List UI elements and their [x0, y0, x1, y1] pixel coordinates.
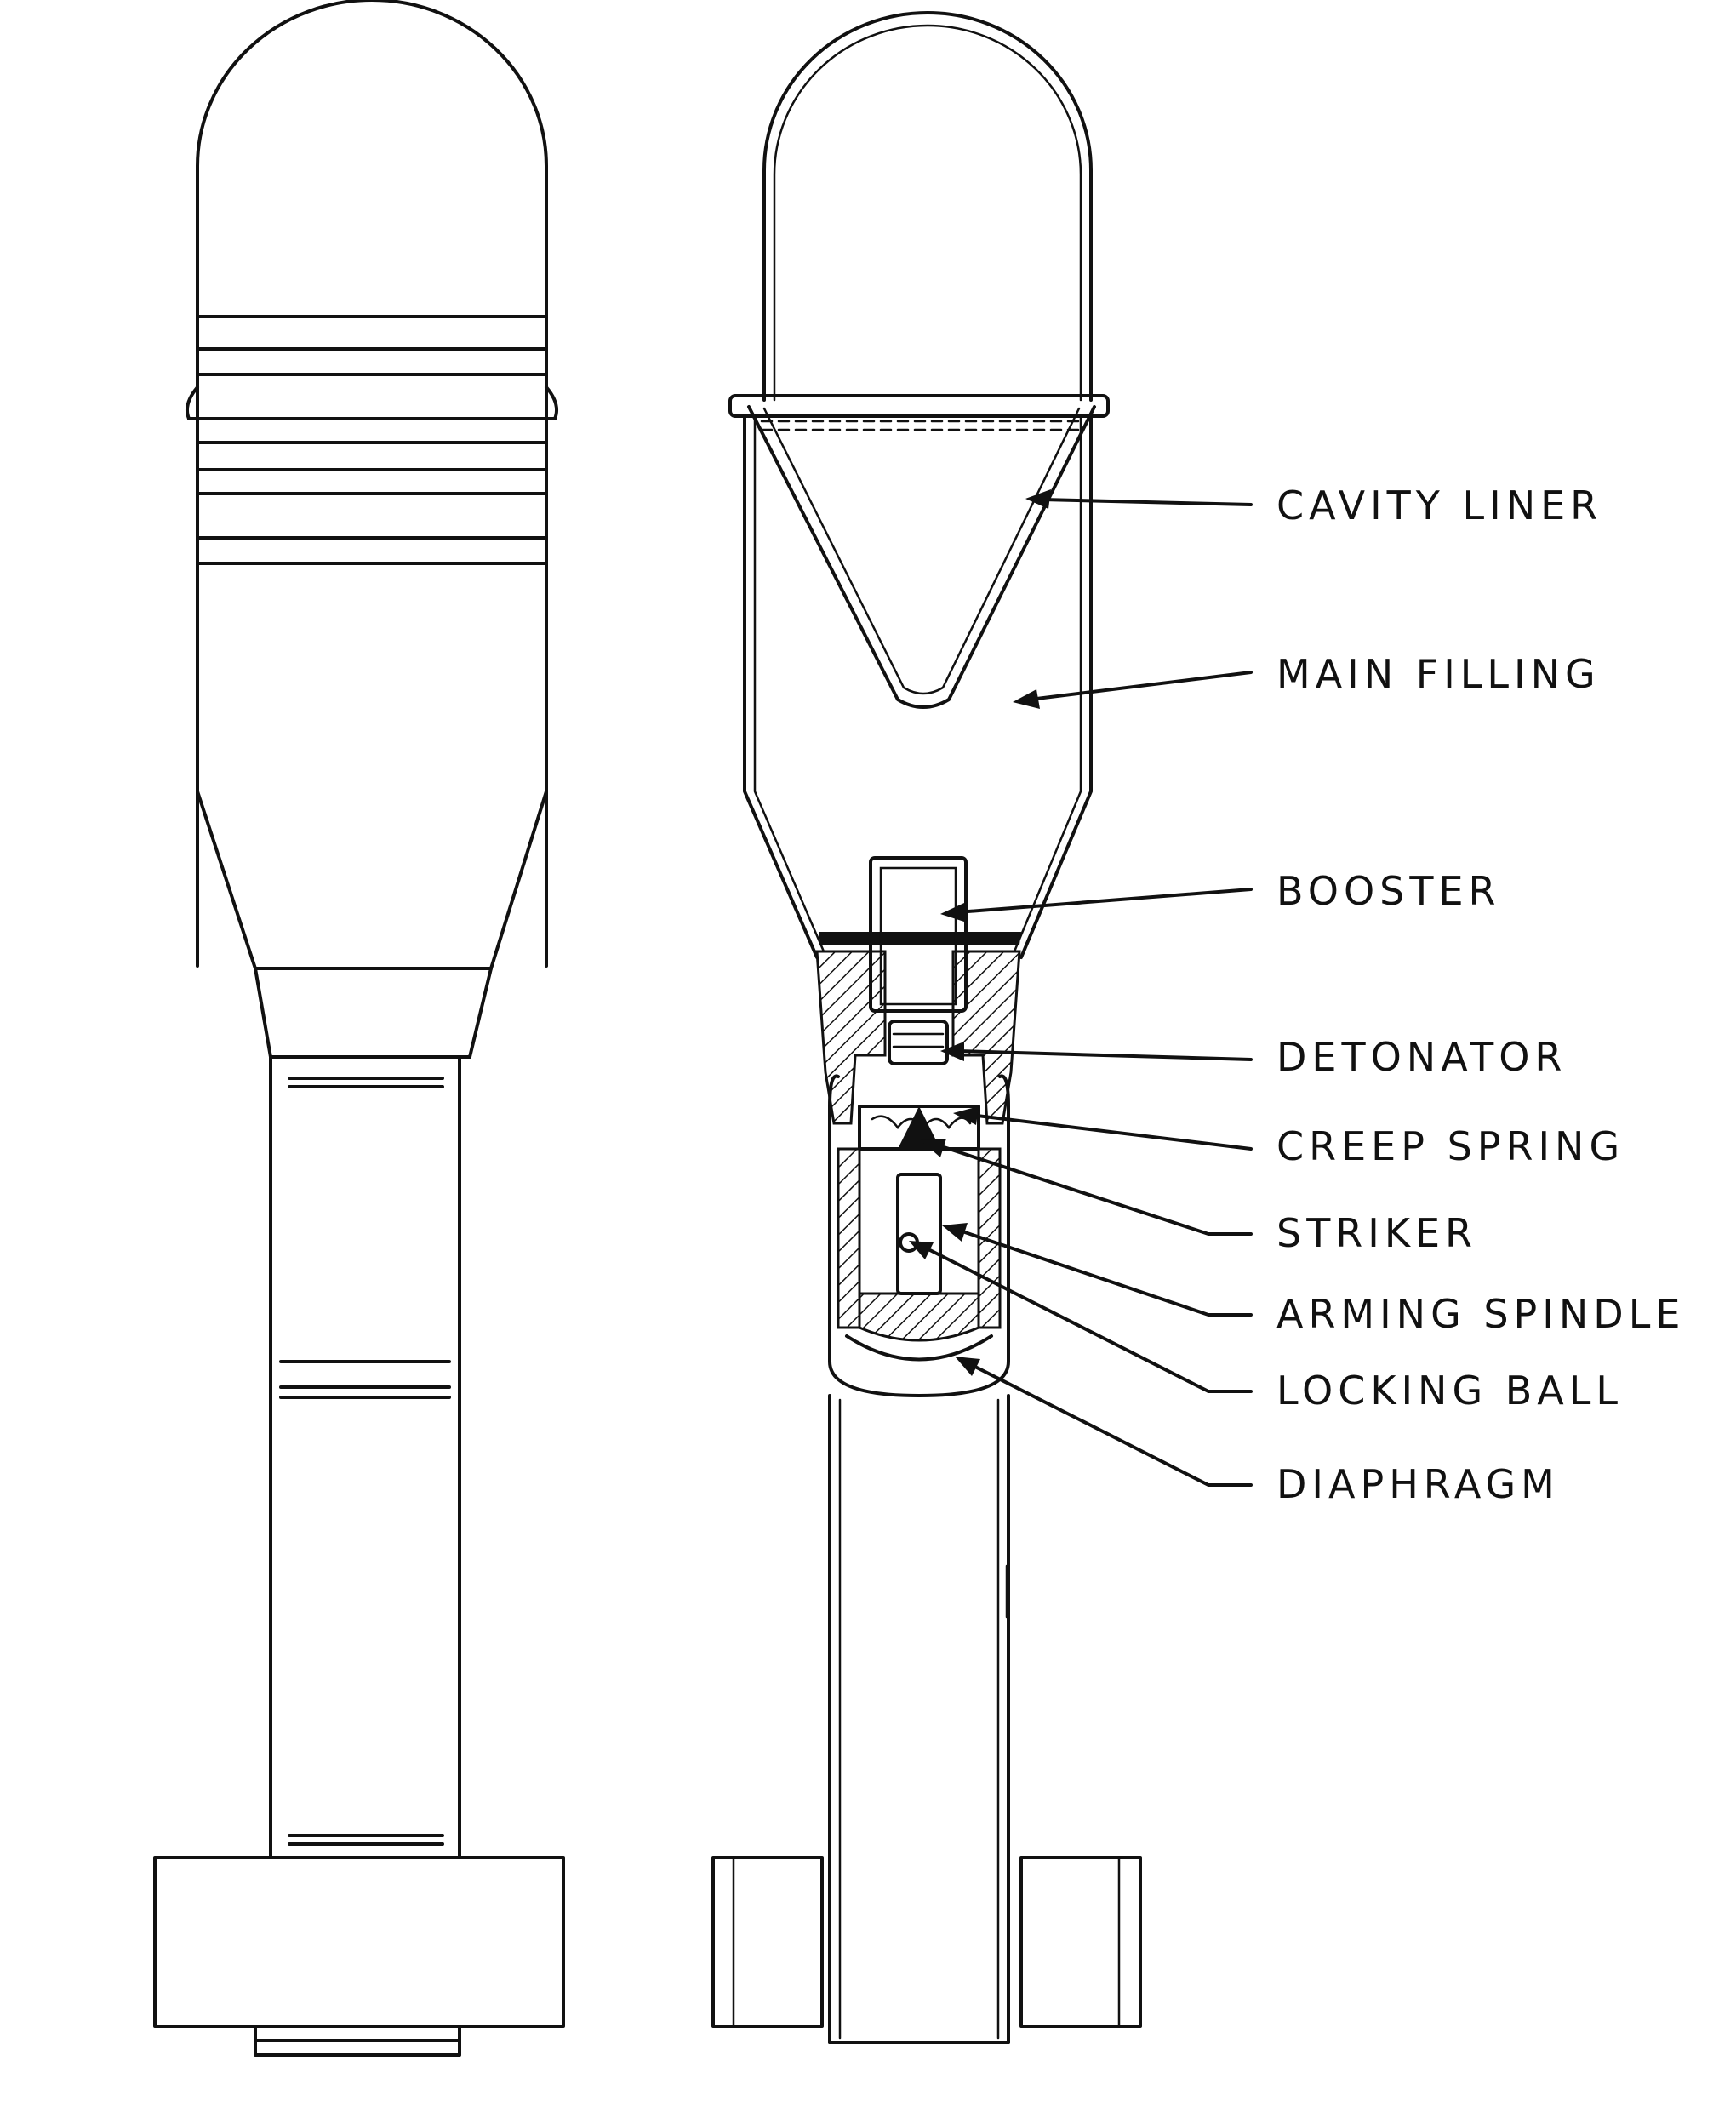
label-arming-spindle: ARMING SPINDLE [1276, 1291, 1685, 1337]
exterior-tail-unit [153, 1856, 565, 2028]
leader-arming-spindle [942, 1223, 1253, 1317]
leader-cavity-liner [1025, 489, 1253, 509]
section-head-dome [762, 11, 1093, 402]
leader-creep-spring [953, 1106, 1253, 1151]
label-locking-ball: LOCKING BALL [1276, 1368, 1623, 1414]
label-striker: STRIKER [1276, 1210, 1477, 1256]
cavity-liner-shape [747, 405, 1096, 709]
exterior-handle [269, 1055, 461, 1859]
section-body-wall [743, 414, 1093, 959]
section-tail-right [1019, 1856, 1142, 2028]
section-flange [728, 394, 1110, 418]
leader-detonator [940, 1042, 1253, 1061]
exterior-view [153, 0, 565, 2057]
labels: CAVITY LINER MAIN FILLING BOOSTER DETONA… [1276, 483, 1685, 1507]
section-fuze-housing-left [815, 950, 887, 1125]
section-lower-hub [858, 1292, 980, 1342]
label-detonator: DETONATOR [1276, 1034, 1567, 1080]
section-base-plate [819, 932, 1021, 945]
section-tail-left [711, 1856, 824, 2028]
striker-shape [898, 1106, 940, 1149]
label-main-filling: MAIN FILLING [1276, 651, 1601, 697]
section-inner-wall-left [837, 1147, 861, 1329]
exterior-head-bands [186, 315, 558, 565]
leader-booster [940, 888, 1253, 922]
sectional-view [711, 11, 1142, 2044]
exterior-body-taper [196, 790, 548, 970]
leader-locking-ball [909, 1241, 1253, 1393]
leader-striker [921, 1139, 1253, 1236]
leader-lines [909, 489, 1253, 1487]
diaphragm-shape [845, 1334, 993, 1362]
leader-main-filling [1013, 671, 1253, 709]
label-cavity-liner: CAVITY LINER [1276, 483, 1602, 528]
booster-shape [869, 856, 968, 1013]
exterior-head-dome [196, 0, 548, 968]
detonator-shape [888, 1020, 949, 1065]
label-booster: BOOSTER [1276, 868, 1501, 914]
leader-diaphragm [955, 1357, 1253, 1487]
label-diaphragm: DIAPHRAGM [1276, 1461, 1560, 1507]
exterior-collar [254, 967, 493, 1059]
section-fuze-capsule [828, 1074, 1010, 1397]
label-creep-spring: CREEP SPRING [1276, 1123, 1625, 1169]
section-handle [828, 1394, 1010, 2044]
